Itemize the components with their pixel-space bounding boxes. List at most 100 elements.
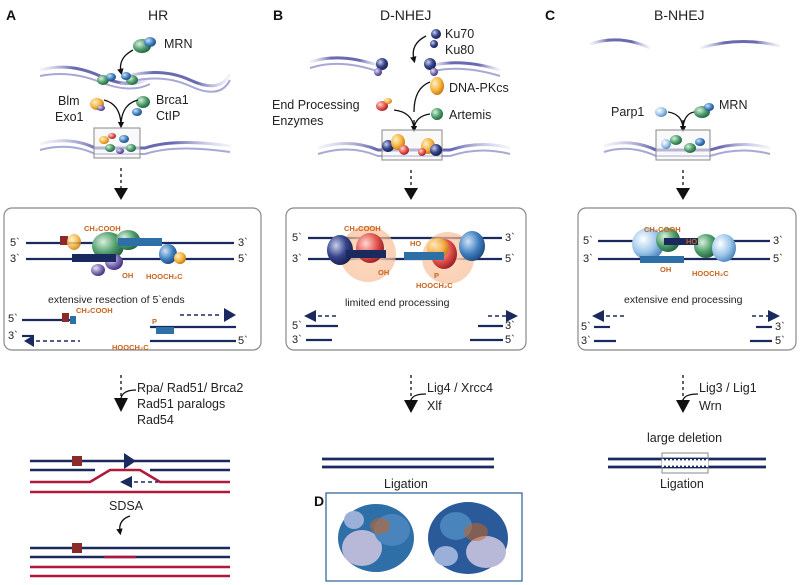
bnhej-lig-label: Lig3 / Lig1 bbox=[699, 381, 757, 395]
hr-chem-ch2cooh-2: CH₂COOH bbox=[76, 306, 113, 315]
hr-end-5-bottom: 5` bbox=[238, 253, 248, 265]
dnhej-processing-box: 5` 3` 3` 5` CH₂COOH HO OH P HOOCH₂C limi… bbox=[285, 207, 527, 351]
panel-a-letter: A bbox=[6, 7, 16, 23]
hr-resection-label: extensive resection of 5`ends bbox=[48, 294, 185, 306]
dnhej-dnapkcs-label: DNA-PKcs bbox=[449, 81, 509, 95]
dnhej-lig-label: Lig4 / Xrcc4 bbox=[427, 381, 493, 395]
hr-end-5-top: 5` bbox=[10, 237, 20, 249]
bnhej-chem-oh: OH bbox=[660, 265, 671, 274]
hr-chem-ch2cooh-1: CH₂COOH bbox=[84, 224, 121, 233]
bnhej-end-3-top: 3` bbox=[773, 235, 783, 247]
hr-exo1-label: Exo1 bbox=[55, 110, 84, 124]
bnhej-mrn-label: MRN bbox=[719, 98, 747, 112]
hr-chem-hooch2c-2: HOOCH₂C bbox=[112, 343, 149, 352]
dnhej-limited-label: limited end processing bbox=[345, 297, 450, 309]
panel-c-title: B-NHEJ bbox=[654, 7, 705, 23]
dnhej-end-3-lower: 3` bbox=[292, 334, 302, 346]
dna-pkcs-structure-left bbox=[338, 504, 414, 572]
hr-mrn-label: MRN bbox=[164, 37, 192, 51]
bnhej-dna-complex-2 bbox=[603, 129, 771, 161]
bnhej-chem-hooch2c: HOOCH₂C bbox=[692, 269, 729, 278]
dnhej-ligation-label: Ligation bbox=[384, 477, 428, 491]
hr-blm-label: Blm bbox=[58, 94, 80, 108]
mrn-protein-icon bbox=[133, 37, 156, 53]
panel-b: B D-NHEJ Ku70 Ku80 DNA-PKcs Artemis bbox=[272, 7, 527, 491]
hr-factors-line-2: Rad51 paralogs bbox=[137, 397, 225, 411]
dnhej-enzymes-label-2: Enzymes bbox=[272, 114, 323, 128]
hr-factors-line-3: Rad54 bbox=[137, 413, 174, 427]
hr-ctip-label: CtIP bbox=[156, 109, 180, 123]
bnhej-extensive-label: extensive end processing bbox=[624, 294, 743, 306]
dnhej-chem-hooch2c: HOOCH₂C bbox=[416, 281, 453, 290]
bnhej-wrn-label: Wrn bbox=[699, 399, 722, 413]
panel-b-letter: B bbox=[273, 7, 283, 23]
bnhej-end-5-top: 5` bbox=[583, 235, 593, 247]
hr-recruit-arrow-1 bbox=[117, 49, 134, 76]
dnhej-end-5-bottom: 5` bbox=[505, 253, 515, 265]
dnhej-xlf-label: Xlf bbox=[427, 399, 442, 413]
bnhej-end-5-bottom: 5` bbox=[773, 253, 783, 265]
dna-pkcs-structure-right bbox=[428, 502, 508, 574]
hr-end-3-lower: 3` bbox=[8, 330, 18, 342]
bnhej-end-5-lower: 5` bbox=[581, 321, 591, 333]
bnhej-ligated-dna bbox=[608, 452, 766, 474]
parp1-protein-icon bbox=[655, 107, 667, 117]
panel-d-letter: D bbox=[314, 493, 324, 509]
hr-sdsa-strands bbox=[30, 453, 230, 494]
hr-end-3-bottom: 3` bbox=[10, 253, 20, 265]
ku-protein-icon bbox=[430, 29, 441, 48]
dnhej-chem-oh: OH bbox=[378, 268, 389, 277]
dnhej-end-5-right-lower: 5` bbox=[505, 334, 515, 346]
hr-repaired-strands bbox=[30, 543, 230, 578]
hr-chem-hooch2c-1: HOOCH₂C bbox=[146, 272, 183, 281]
panel-d: D bbox=[314, 492, 523, 582]
dnhej-end-5-top: 5` bbox=[292, 232, 302, 244]
bnhej-mrn-protein-icon bbox=[694, 103, 714, 118]
bnhej-chem-ho: HO bbox=[686, 237, 697, 246]
bnhej-end-3-lower: 3` bbox=[581, 335, 591, 347]
hr-chem-oh-1: OH bbox=[122, 271, 133, 280]
bnhej-chem-ch2cooh: CH₂COOH bbox=[644, 225, 681, 234]
dnhej-ku80-label: Ku80 bbox=[445, 43, 474, 57]
dnhej-chem-p: P bbox=[434, 271, 439, 280]
dnhej-dna-complex-2 bbox=[317, 129, 511, 161]
panel-b-title: D-NHEJ bbox=[380, 7, 431, 23]
hr-chem-p: P bbox=[152, 317, 157, 326]
bnhej-end-5-right-lower: 5` bbox=[775, 335, 785, 347]
dnhej-end-3-top: 3` bbox=[505, 232, 515, 244]
dnhej-end-3-right-lower: 3` bbox=[505, 320, 515, 332]
hr-dna-complex-2 bbox=[39, 127, 231, 159]
dnhej-ligated-dna bbox=[322, 457, 494, 469]
hr-dna-broken-1 bbox=[39, 65, 232, 93]
dnapkcs-protein-icon bbox=[430, 77, 444, 95]
bnhej-parp1-label: Parp1 bbox=[611, 105, 644, 119]
brca1-ctip-protein-icon bbox=[132, 96, 150, 116]
hr-resection-box: 5` 3` 3` 5` CH₂COOH OH HOOCH₂C extensive… bbox=[3, 207, 262, 352]
dnhej-chem-ho: HO bbox=[410, 239, 421, 248]
dnhej-ku70-label: Ku70 bbox=[445, 27, 474, 41]
dnhej-chem-ch2cooh: CH₂COOH bbox=[344, 224, 381, 233]
dnhej-artemis-label: Artemis bbox=[449, 108, 491, 122]
bnhej-processing-box: 5` 3` 3` 5` CH₂COOH HO OH HOOCH₂C extens… bbox=[577, 207, 797, 351]
bnhej-ligation-label: Ligation bbox=[660, 477, 704, 491]
bnhej-dna-1 bbox=[589, 38, 781, 50]
blm-exo1-protein-icon bbox=[90, 98, 105, 111]
dnhej-end-5-lower: 5` bbox=[292, 320, 302, 332]
bnhej-end-3-bottom: 3` bbox=[583, 253, 593, 265]
dnhej-enzymes-label-1: End Processing bbox=[272, 98, 360, 112]
artemis-protein-icon bbox=[431, 108, 443, 120]
panel-a-title: HR bbox=[148, 7, 168, 23]
bnhej-end-3-right-lower: 3` bbox=[775, 321, 785, 333]
hr-end-5-right-lower: 5` bbox=[238, 335, 248, 347]
end-processing-enzymes-icon bbox=[376, 98, 392, 111]
hr-end-5-lower: 5` bbox=[8, 313, 18, 325]
dnhej-end-3-bottom: 3` bbox=[292, 253, 302, 265]
dnhej-dna-broken-1 bbox=[309, 56, 501, 77]
panel-c-letter: C bbox=[545, 7, 555, 23]
panel-a: A HR MRN Blm Exo1 B bbox=[3, 7, 262, 578]
hr-end-3-top: 3` bbox=[238, 237, 248, 249]
bnhej-deletion-label: large deletion bbox=[647, 431, 722, 445]
hr-brca1-label: Brca1 bbox=[156, 93, 189, 107]
hr-factors-line-1: Rpa/ Rad51/ Brca2 bbox=[137, 381, 243, 395]
